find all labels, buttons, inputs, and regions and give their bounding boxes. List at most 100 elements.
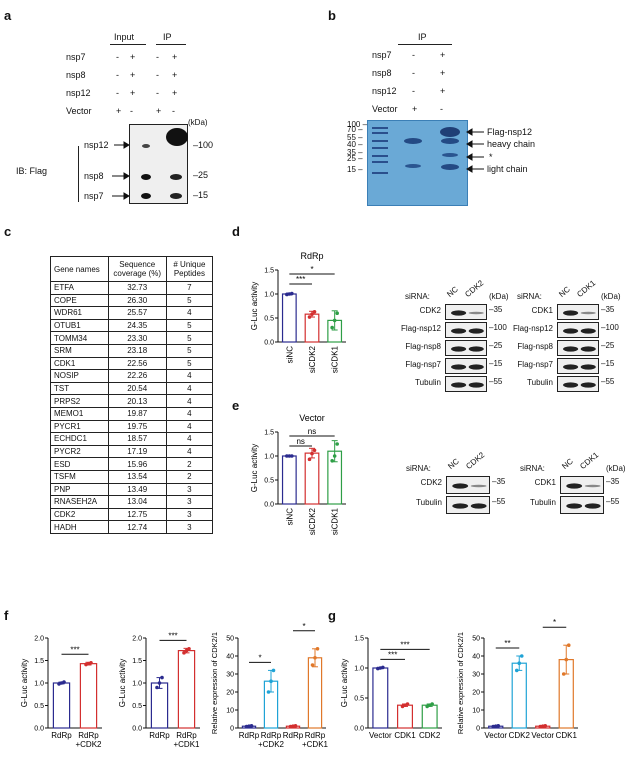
cell-coverage: 25.57: [107, 306, 167, 320]
col-header-ip: IP: [418, 32, 427, 42]
significance-label: *: [302, 622, 305, 631]
panel-label-c: c: [4, 224, 12, 239]
blot-row-label: Flag-nsp12: [512, 324, 553, 333]
cell-peptides: 4: [165, 444, 214, 459]
blot-row-label: Flag-nsp8: [405, 342, 441, 351]
x-tick-label: RdRp: [261, 731, 282, 740]
data-point: [307, 315, 312, 319]
sign-cell: +: [412, 104, 418, 114]
sign-cell: +: [440, 86, 446, 96]
bar: [281, 455, 297, 505]
data-point: [249, 724, 254, 728]
data-point: [269, 679, 273, 683]
blot-strip-cdk1: [560, 476, 604, 494]
divider: [110, 44, 146, 45]
blot-row-label: Tubulin: [416, 498, 442, 507]
bar: [79, 663, 98, 729]
sign-cell: -: [440, 104, 443, 114]
y-axis-label: Relative expression of CDK2/1: [456, 632, 465, 734]
sign-cell: +: [440, 50, 446, 60]
band-label-nsp12: nsp12: [84, 140, 109, 150]
blot-marker: –55: [492, 497, 506, 506]
cell-gene: PNP: [50, 482, 109, 497]
cell-gene: TOMM34: [50, 331, 109, 345]
cell-gene: NOSIP: [50, 369, 109, 383]
blot-row-label: Tubulin: [415, 378, 441, 387]
blot-row-label: Flag-nsp8: [517, 342, 553, 351]
divider: [398, 44, 452, 45]
blot-marker: –100: [601, 323, 619, 332]
data-point: [285, 454, 289, 458]
cell-gene: CDK2: [50, 507, 109, 522]
y-axis-label: G-Luc activity: [250, 282, 259, 330]
x-tick-label: RdRp: [149, 731, 170, 740]
blot-strip-flag-nsp7: [557, 358, 599, 374]
cell-coverage: 13.49: [107, 482, 167, 497]
kda-label: (kDa): [606, 464, 626, 473]
x-tick-label: Vector: [369, 731, 392, 740]
sign-cell: +: [440, 68, 446, 78]
chart-title: RdRp: [300, 251, 323, 261]
cell-gene: PYCR1: [50, 419, 109, 434]
cell-gene: SRM: [50, 343, 109, 358]
cell-peptides: 5: [165, 343, 214, 358]
data-point: [184, 648, 189, 653]
sign-cell: -: [172, 106, 175, 116]
x-tick-label: RdRp: [283, 731, 304, 740]
cell-coverage: 12.75: [107, 507, 167, 522]
y-tick-label: 1.5: [264, 268, 274, 275]
kda-label: (kDa): [601, 292, 621, 301]
y-tick-label: 0.5: [264, 478, 274, 485]
proteomics-table: Gene names Sequence coverage (%) # Uniqu…: [50, 256, 214, 534]
annotation-flag-nsp12: Flag-nsp12: [487, 127, 533, 137]
panel-label-g: g: [328, 608, 336, 623]
data-point: [287, 454, 292, 458]
sirna-label: siRNA:: [520, 464, 545, 473]
blot-strip-flag-nsp8: [557, 340, 599, 356]
data-point: [405, 702, 410, 706]
data-point: [310, 312, 314, 316]
y-tick-label: 2.0: [34, 636, 44, 643]
y-tick-label: 30: [472, 672, 480, 679]
significance-label: ***: [168, 631, 177, 640]
data-point: [566, 643, 571, 647]
data-point: [89, 660, 93, 665]
data-point: [310, 451, 314, 456]
ib-bracket: [78, 146, 79, 202]
y-axis-label: G-Luc activity: [118, 659, 127, 707]
blot-row-label: Flag-nsp7: [405, 360, 441, 369]
y-tick-label: 1.0: [264, 454, 274, 461]
cell-peptides: 3: [165, 482, 214, 497]
data-point: [514, 668, 519, 673]
cell-peptides: 5: [165, 318, 214, 333]
sirna-label: siRNA:: [406, 464, 431, 473]
cell-coverage: 19.87: [107, 406, 167, 421]
blot-row-label: CDK1: [531, 306, 553, 315]
y-tick-label: 40: [226, 654, 234, 661]
blot-marker: –25: [601, 341, 615, 350]
cell-coverage: 24.35: [107, 318, 167, 333]
significance-label: ***: [296, 275, 305, 284]
significance-label: ns: [296, 437, 304, 446]
data-point: [293, 724, 298, 728]
cell-peptides: 4: [165, 394, 214, 408]
bar: [281, 293, 297, 343]
blot-marker: –100: [489, 323, 507, 332]
x-tick-label: Vector: [531, 731, 554, 740]
data-point: [182, 651, 186, 655]
cell-gene: MEMO1: [50, 406, 109, 421]
y-tick-label: 40: [472, 654, 480, 661]
y-tick-label: 0.5: [264, 316, 274, 323]
data-point: [561, 672, 566, 676]
y-tick-label: 0: [476, 726, 480, 733]
cell-peptides: 4: [165, 306, 214, 320]
y-tick-label: 0.0: [264, 502, 274, 509]
